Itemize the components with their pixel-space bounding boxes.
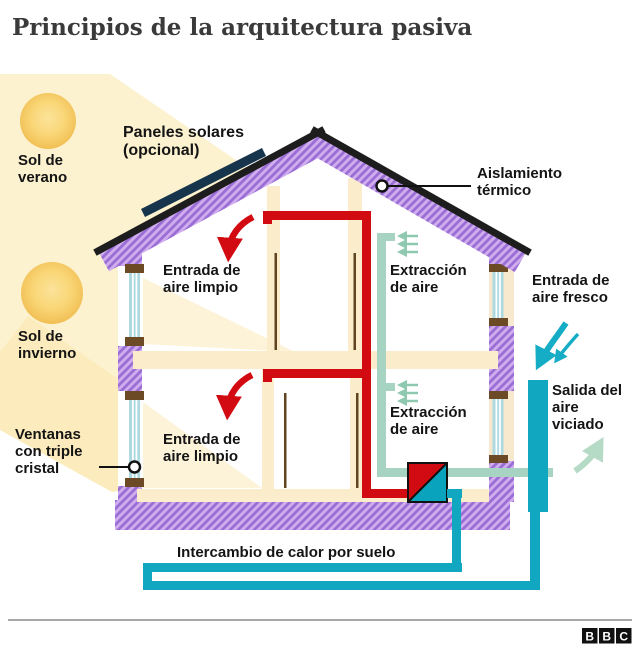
footer: B B C bbox=[8, 619, 632, 644]
solar-panel-icon bbox=[141, 148, 266, 217]
callout-dot-icon bbox=[375, 179, 389, 193]
label-line: cristal bbox=[15, 460, 60, 477]
extraction-ducts bbox=[377, 233, 553, 477]
label-clean-air-lower: Entrada de aire limpio bbox=[163, 431, 241, 465]
exhaust-arrow-icon bbox=[573, 437, 604, 474]
label-line: de aire bbox=[390, 421, 439, 438]
label-line: Entrada de bbox=[163, 431, 241, 448]
door-frames bbox=[274, 253, 359, 488]
warm-air-arrow-icon bbox=[216, 214, 255, 263]
label-line: Extracción bbox=[390, 404, 467, 421]
label-fresh-air: Entrada de aire fresco bbox=[532, 272, 610, 306]
callout-dot-icon bbox=[127, 460, 142, 474]
ground-slab bbox=[115, 500, 510, 530]
fresh-air-arrow-icon bbox=[535, 321, 569, 371]
svg-text:B: B bbox=[585, 630, 594, 644]
summer-sun-icon bbox=[20, 93, 76, 149]
warm-air-arrow-icon bbox=[215, 372, 254, 421]
label-stale-air-outlet: Salida del aire viciado bbox=[552, 382, 622, 433]
label-extraction-upper: Extracción de aire bbox=[390, 262, 467, 296]
label-thermal-insulation: Aislamiento térmico bbox=[477, 165, 562, 199]
label-line: aire limpio bbox=[163, 279, 239, 296]
label-line: Sol de bbox=[18, 328, 64, 345]
label-line: viciado bbox=[552, 416, 604, 433]
label-line: Salida del bbox=[552, 382, 623, 399]
page-title: Principios de la arquitectura pasiva bbox=[12, 14, 473, 41]
label-line: Aislamiento bbox=[477, 165, 563, 182]
label-line: Intercambio de calor por suelo bbox=[177, 544, 396, 561]
callouts bbox=[99, 179, 471, 474]
label-clean-air-upper: Entrada de aire limpio bbox=[163, 262, 241, 296]
airflow-arrows bbox=[215, 214, 604, 474]
label-line: de aire bbox=[390, 279, 439, 296]
bbc-logo: B B C bbox=[582, 628, 632, 644]
label-line: aire limpio bbox=[163, 448, 239, 465]
label-line: Entrada de bbox=[532, 272, 610, 289]
label-summer-sun: Sol de verano bbox=[18, 152, 67, 186]
label-solar-panels: Paneles solares (opcional) bbox=[123, 124, 244, 160]
label-line: aire bbox=[552, 399, 579, 416]
heat-exchanger bbox=[407, 462, 448, 503]
label-line: aire fresco bbox=[532, 289, 608, 306]
svg-text:C: C bbox=[619, 630, 628, 644]
label-line: con triple bbox=[15, 443, 83, 460]
label-line: verano bbox=[18, 169, 68, 186]
fresh-air-arrow-icon bbox=[554, 332, 580, 364]
label-line: (opcional) bbox=[123, 142, 200, 159]
winter-sun-icon bbox=[21, 262, 83, 324]
label-line: térmico bbox=[477, 182, 532, 199]
svg-text:B: B bbox=[602, 630, 611, 644]
label-line: Extracción bbox=[390, 262, 467, 279]
ground-loop-pipes bbox=[143, 380, 548, 590]
label-winter-sun: Sol de invierno bbox=[18, 328, 76, 362]
label-ground-heat-exchange: Intercambio de calor por suelo bbox=[177, 544, 395, 561]
exhaust-stack bbox=[528, 380, 548, 512]
label-extraction-lower: Extracción de aire bbox=[390, 404, 467, 438]
label-line: Entrada de bbox=[163, 262, 241, 279]
mid-floor bbox=[133, 351, 498, 369]
label-line: invierno bbox=[18, 345, 77, 362]
windows bbox=[125, 264, 508, 487]
label-line: Sol de bbox=[18, 152, 64, 169]
roof bbox=[93, 126, 532, 273]
supply-air-ducts bbox=[263, 211, 408, 498]
label-line: Ventanas bbox=[15, 426, 81, 443]
thermal-insulation-roof-band bbox=[99, 134, 327, 272]
interior-light-wedges bbox=[143, 278, 295, 488]
label-triple-glazed-windows: Ventanas con triple cristal bbox=[15, 426, 83, 477]
label-line: Paneles solares bbox=[123, 124, 244, 141]
